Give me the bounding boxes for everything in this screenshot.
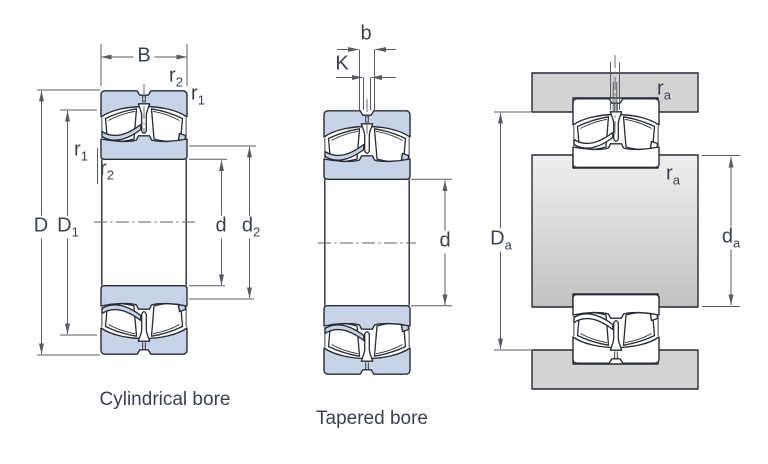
dim-label-da: da [717,226,745,250]
mounting-dimensions-diagram [494,55,740,390]
dim-label-b: b [360,22,372,45]
dim-label-r2-side: r2 [100,157,114,183]
oil-duct-lines [610,62,620,110]
dim-label-r1-top: r1 [191,82,205,108]
dim-label-d-tapered: d [435,230,455,254]
dim-label-D1: D1 [53,215,83,239]
dim-label-r1-side: r1 [74,138,88,164]
caption-cylindrical-bore: Cylindrical bore [99,389,231,410]
dim-label-d: d [211,215,231,239]
caption-tapered-bore: Tapered bore [316,408,428,429]
dim-label-ra-mid: ra [666,162,680,188]
dim-label-d2: d2 [237,215,265,239]
dim-label-B: B [133,45,155,69]
dim-label-D: D [29,215,53,239]
cylindrical-bore-diagram [37,44,256,356]
dim-label-Da: Da [486,228,516,252]
housing-top [531,72,699,113]
dim-label-K: K [335,52,349,75]
oil-hole-lines [363,77,371,110]
housing-bottom [531,349,699,390]
dim-label-ra-top: ra [657,77,671,103]
dim-label-r2-top: r2 [169,64,183,90]
tapered-bore-diagram [318,47,452,375]
